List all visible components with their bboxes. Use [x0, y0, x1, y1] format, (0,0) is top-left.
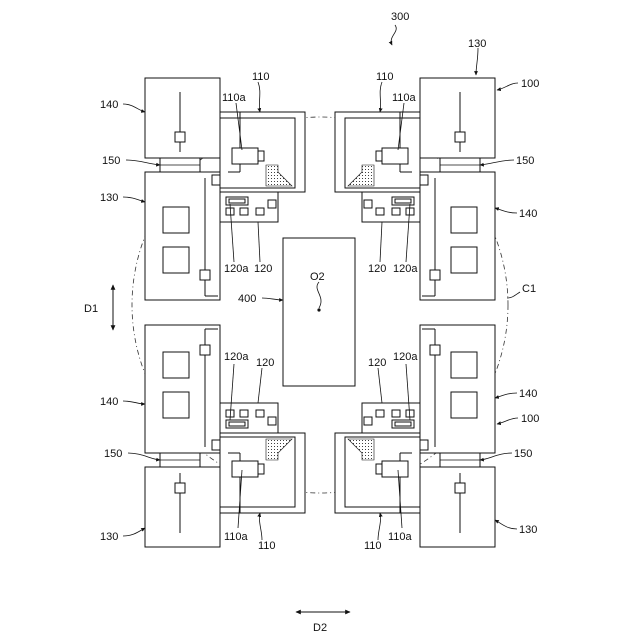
label-c1: C1 — [522, 283, 536, 295]
label-150-bottom-left: 150 — [104, 448, 122, 460]
label-130-top-left: 130 — [100, 192, 118, 204]
label-100-top-right: 100 — [521, 78, 539, 90]
label-110-top-left: 110 — [252, 71, 270, 83]
label-150-bottom-right: 150 — [514, 448, 532, 460]
label-130-bottom-left: 130 — [100, 531, 118, 543]
label-120a-top-right: 120a — [393, 263, 418, 275]
label-110a-bottom-right: 110a — [388, 531, 413, 543]
transfer-chamber-400 — [283, 238, 355, 386]
label-140-top-right: 140 — [519, 208, 537, 220]
label-150-top-right: 150 — [516, 155, 534, 167]
label-d1: D1 — [84, 303, 98, 315]
center-point-o2 — [317, 308, 320, 311]
label-130-bottom-right: 130 — [519, 524, 537, 536]
label-120-top-right: 120 — [368, 263, 386, 275]
label-120a-bottom-right: 120a — [393, 351, 418, 363]
label-300: 300 — [391, 11, 409, 23]
label-150-top-left: 150 — [102, 155, 120, 167]
label-110-bottom-left: 110 — [258, 540, 276, 552]
label-110a-bottom-left: 110a — [224, 531, 249, 543]
label-120-bottom-right: 120 — [368, 357, 386, 369]
label-o2: O2 — [310, 271, 325, 283]
label-140-bottom-left: 140 — [100, 396, 118, 408]
label-110-bottom-right: 110 — [364, 540, 382, 552]
label-400: 400 — [238, 293, 256, 305]
label-100-bottom-right: 100 — [521, 413, 539, 425]
label-d2: D2 — [313, 622, 327, 634]
label-120a-top-left: 120a — [224, 263, 249, 275]
label-120-top-left: 120 — [254, 263, 272, 275]
label-110-top-right: 110 — [376, 71, 394, 83]
label-110a-top-right: 110a — [392, 92, 417, 104]
label-120a-bottom-left: 120a — [224, 351, 249, 363]
label-110a-top-left: 110a — [222, 92, 247, 104]
label-130-top-right: 130 — [468, 38, 486, 50]
label-140-bottom-right: 140 — [519, 388, 537, 400]
label-140-top-left: 140 — [100, 99, 118, 111]
label-120-bottom-left: 120 — [256, 357, 274, 369]
